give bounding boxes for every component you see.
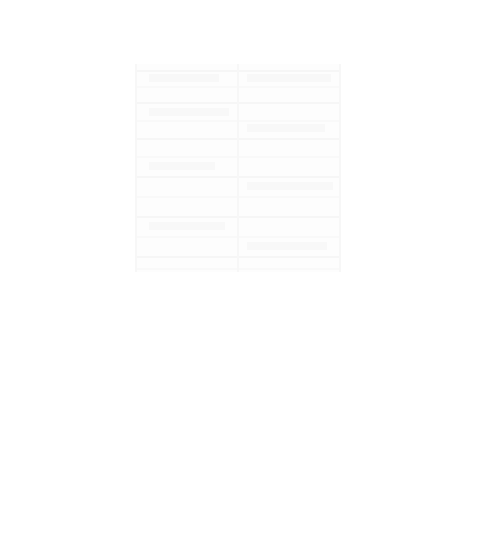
faint-block xyxy=(149,74,219,82)
faint-block xyxy=(149,222,225,230)
faint-block xyxy=(149,162,215,170)
faint-separator xyxy=(135,64,137,272)
faint-block xyxy=(247,74,331,82)
faint-block xyxy=(247,242,327,250)
faint-separator xyxy=(237,64,239,272)
faint-block xyxy=(247,182,333,190)
faint-block xyxy=(247,124,325,132)
faint-block xyxy=(149,108,229,116)
faint-content-panel xyxy=(135,64,341,272)
faint-separator xyxy=(339,64,341,272)
